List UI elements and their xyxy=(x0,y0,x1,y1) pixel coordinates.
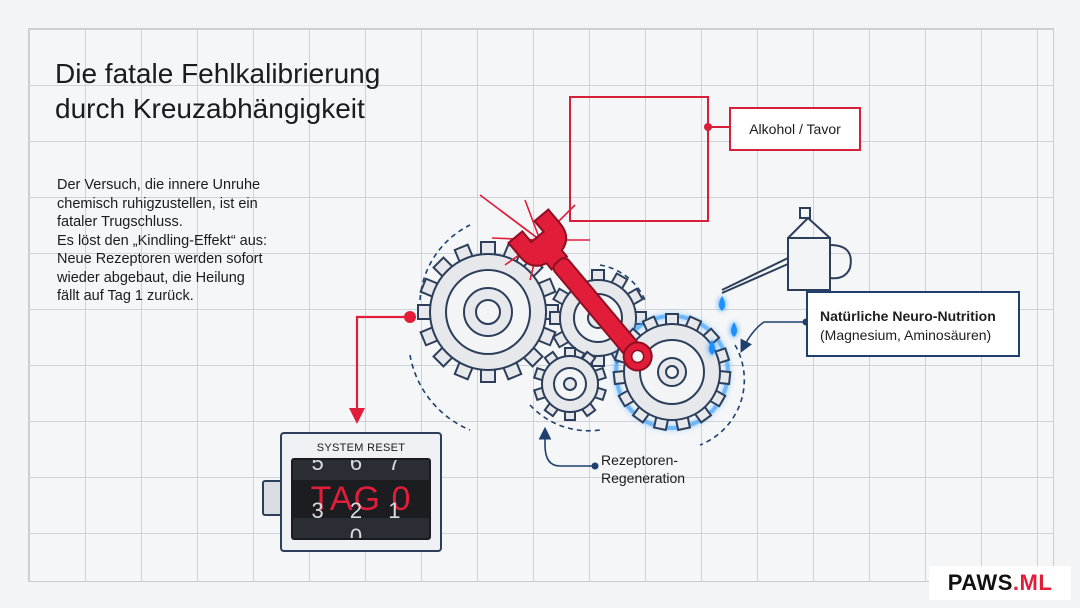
body-line: Neue Rezeptoren werden sofort xyxy=(57,251,263,267)
oil-can-icon xyxy=(721,207,852,294)
wrench-highlight-frame xyxy=(569,96,709,222)
neuro-nutrition-label: Natürliche Neuro-Nutrition (Magnesium, A… xyxy=(806,291,1020,357)
neuro-nutrition-subtitle: (Magnesium, Aminosäuren) xyxy=(820,327,992,343)
reset-arrow xyxy=(349,311,416,424)
gear-icon xyxy=(612,313,732,431)
connector-dot xyxy=(704,123,712,131)
counter-bottom-digits: 3 2 1 0 xyxy=(311,498,411,540)
counter-header: SYSTEM RESET xyxy=(316,442,406,454)
gear-icon xyxy=(533,347,607,421)
rezeptoren-label: Rezeptoren- Regeneration xyxy=(601,451,685,487)
alkohol-tavor-label: Alkohol / Tavor xyxy=(729,107,861,151)
title-line: durch Kreuzabhängigkeit xyxy=(55,93,365,124)
connector-dot xyxy=(591,462,599,470)
description-text: Der Versuch, die innere Unruhe chemisch … xyxy=(57,176,307,306)
body-line: fataler Trugschluss. xyxy=(57,214,183,230)
body-line: Es löst den „Kindling-Effekt“ aus: xyxy=(57,232,268,249)
body-line: Der Versuch, die innere Unruhe xyxy=(57,177,261,193)
brand-tld: .ML xyxy=(1012,570,1053,595)
counter-window: 5 6 7 4 TAG 0 3 2 1 0 xyxy=(291,458,431,540)
title-line: Die fatale Fehlkalibrierung xyxy=(55,58,381,89)
rezeptoren-label-line: Rezeptoren- xyxy=(601,452,679,468)
counter-main-value: TAG 0 xyxy=(293,480,429,518)
rezeptoren-label-line: Regeneration xyxy=(601,470,686,486)
gear-icon xyxy=(417,241,559,383)
neuro-nutrition-title: Natürliche Neuro-Nutrition xyxy=(820,308,996,324)
water-drop-icon xyxy=(709,296,737,355)
body-line: fällt auf Tag 1 zurück. xyxy=(57,288,194,304)
body-line: wieder abgebaut, die Heilung xyxy=(57,269,245,286)
wrench-icon xyxy=(507,208,653,372)
brand-logo: PAWS.ML xyxy=(929,566,1071,600)
page-title: Die fatale Fehlkalibrierung durch Kreuza… xyxy=(55,56,475,126)
system-reset-counter: SYSTEM RESET 5 6 7 4 TAG 0 3 2 1 0 xyxy=(280,432,442,552)
body-line: chemisch ruhigzustellen, ist ein xyxy=(57,195,258,212)
brand-name: PAWS xyxy=(947,570,1013,595)
rezeptoren-connector xyxy=(538,426,595,467)
